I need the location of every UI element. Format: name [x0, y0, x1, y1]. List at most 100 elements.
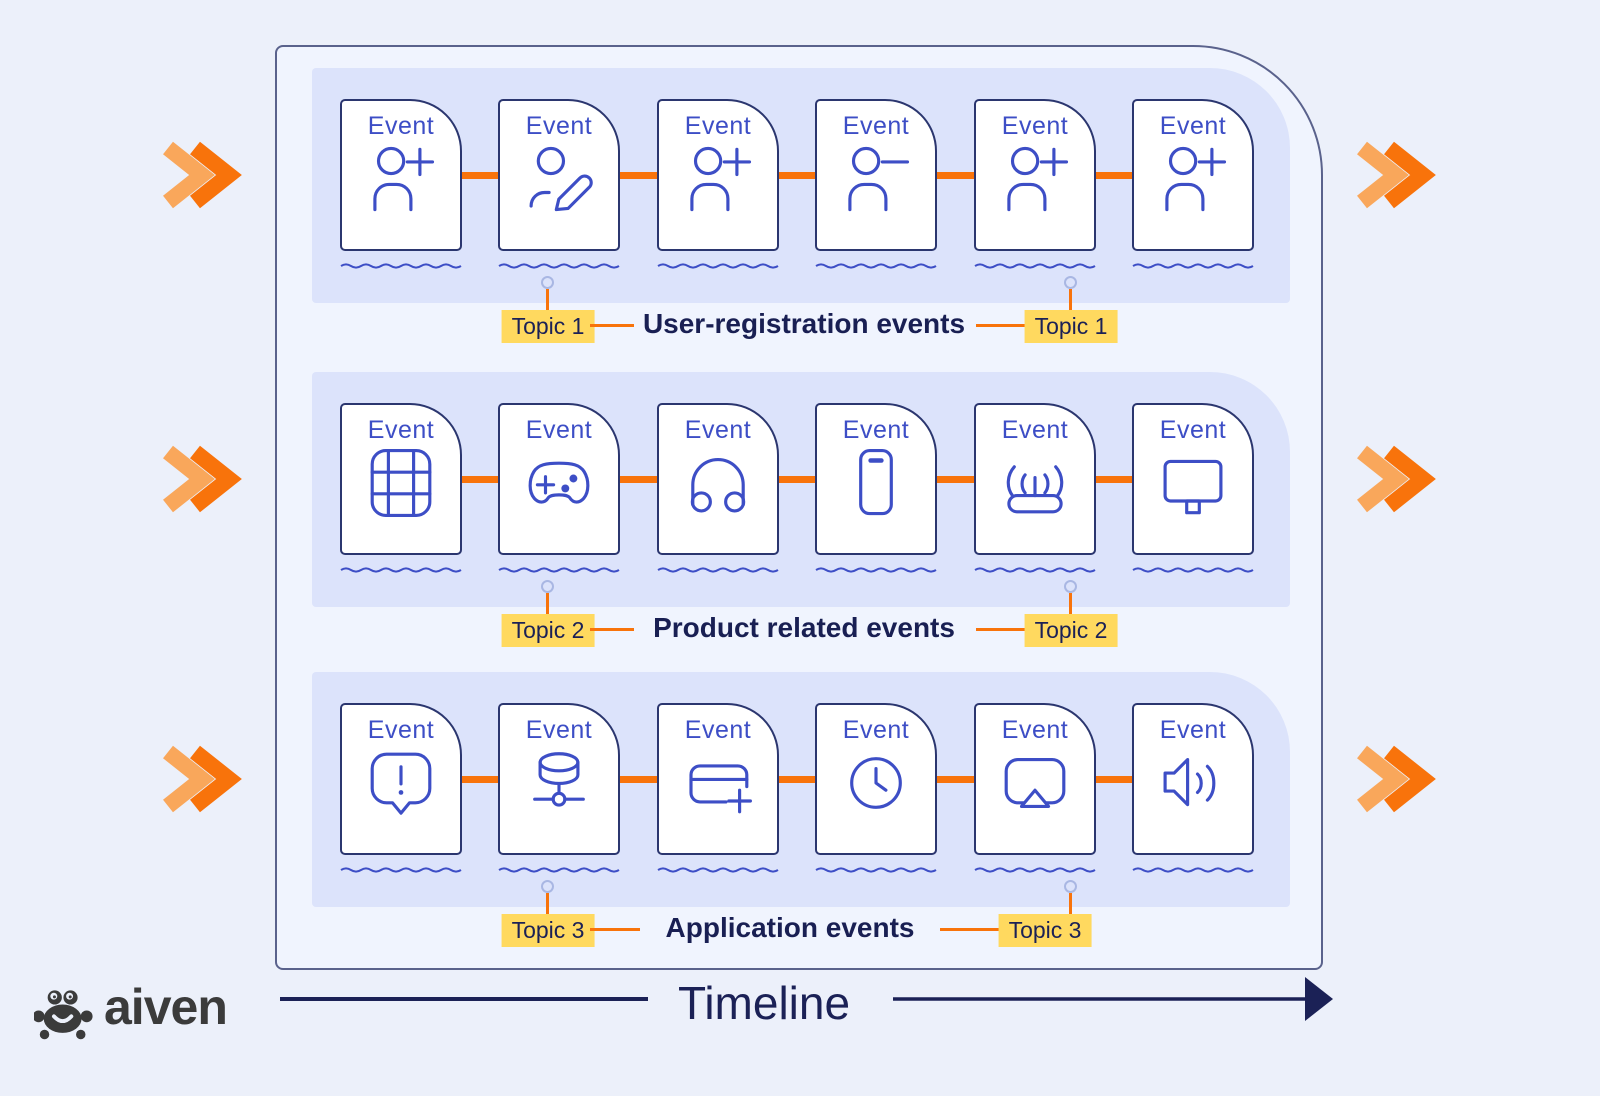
gamepad-icon: [523, 447, 595, 519]
event-card-title: Event: [525, 112, 593, 140]
wave-underline: [340, 866, 462, 874]
event-card: Event: [974, 99, 1096, 251]
fast-forward-icon: [1354, 139, 1438, 211]
event-connector-line: [777, 476, 817, 483]
user-edit-icon: [523, 143, 595, 215]
headphones-icon: [682, 447, 754, 519]
event-card-title: Event: [367, 112, 435, 140]
timeline-arrow-icon: [893, 977, 1333, 1021]
wave-underline: [815, 866, 937, 874]
monitor-icon: [1157, 447, 1229, 519]
topic-pin-line: [1069, 593, 1072, 614]
aiven-crab-logo-icon: [34, 990, 93, 1040]
event-card-title: Event: [525, 416, 593, 444]
event-card-title: Event: [1001, 112, 1069, 140]
wave-underline: [340, 262, 462, 270]
topic-pin-circle: [541, 276, 554, 289]
wave-underline: [657, 866, 779, 874]
event-card-title: Event: [842, 416, 910, 444]
topic-callout-line: [976, 628, 1026, 631]
event-connector-line: [777, 172, 817, 179]
wave-underline: [974, 262, 1096, 270]
event-card: Event: [340, 703, 462, 855]
topic-band-3: [312, 672, 1290, 907]
fast-forward-icon: [160, 443, 244, 515]
event-card: Event: [657, 99, 779, 251]
event-card: Event: [498, 99, 620, 251]
event-connector-line: [935, 476, 976, 483]
topic-label: Topic 2: [1024, 614, 1118, 647]
event-card-title: Event: [842, 716, 910, 744]
wifi-router-icon: [999, 447, 1071, 519]
topic-label: Topic 2: [501, 614, 595, 647]
topic-callout-line: [590, 324, 634, 327]
event-connector-line: [1094, 172, 1134, 179]
wave-underline: [1132, 262, 1254, 270]
event-card-title: Event: [1159, 112, 1227, 140]
event-card: Event: [498, 403, 620, 555]
timeline-left-line: [280, 997, 648, 1001]
film-icon: [365, 447, 437, 519]
event-connector-line: [935, 172, 976, 179]
user-plus-icon: [1157, 143, 1229, 215]
topic-label: Topic 1: [1024, 310, 1118, 343]
row-title: Application events: [665, 912, 915, 943]
event-card-title: Event: [684, 416, 752, 444]
wave-underline: [974, 866, 1096, 874]
event-card-title: Event: [1001, 416, 1069, 444]
event-connector-line: [618, 172, 659, 179]
fast-forward-icon: [1354, 443, 1438, 515]
user-plus-icon: [365, 143, 437, 215]
event-card: Event: [815, 703, 937, 855]
topic-pin-line: [1069, 893, 1072, 914]
event-card-title: Event: [525, 716, 593, 744]
event-connector-line: [460, 172, 500, 179]
event-connector-line: [460, 476, 500, 483]
topic-band-1: [312, 68, 1290, 303]
fast-forward-icon: [160, 139, 244, 211]
event-card-title: Event: [367, 716, 435, 744]
wave-underline: [815, 566, 937, 574]
event-connector-line: [1094, 776, 1134, 783]
event-connector-line: [777, 776, 817, 783]
wave-underline: [1132, 566, 1254, 574]
user-minus-icon: [840, 143, 912, 215]
event-card: Event: [340, 99, 462, 251]
topic-pin-circle: [541, 880, 554, 893]
event-card-title: Event: [1001, 716, 1069, 744]
event-connector-line: [618, 476, 659, 483]
event-card: Event: [974, 403, 1096, 555]
topic-pin-line: [1069, 289, 1072, 310]
event-card: Event: [498, 703, 620, 855]
event-card: Event: [815, 99, 937, 251]
timeline-label: Timeline: [677, 977, 851, 1029]
row-title: User-registration events: [642, 308, 966, 339]
event-card-title: Event: [367, 416, 435, 444]
card-add-icon: [682, 747, 754, 819]
event-card: Event: [1132, 703, 1254, 855]
fast-forward-icon: [160, 743, 244, 815]
smartphone-icon: [840, 447, 912, 519]
topic-label: Topic 3: [998, 914, 1092, 947]
event-card-title: Event: [1159, 716, 1227, 744]
wave-underline: [498, 262, 620, 270]
row-title: Product related events: [653, 612, 955, 643]
event-connector-line: [935, 776, 976, 783]
speaker-icon: [1157, 747, 1229, 819]
user-plus-icon: [682, 143, 754, 215]
event-card: Event: [657, 703, 779, 855]
event-card: Event: [974, 703, 1096, 855]
event-card: Event: [1132, 99, 1254, 251]
wave-underline: [974, 566, 1096, 574]
event-card-title: Event: [1159, 416, 1227, 444]
wave-underline: [498, 566, 620, 574]
event-card: Event: [1132, 403, 1254, 555]
event-card-title: Event: [684, 112, 752, 140]
fast-forward-icon: [1354, 743, 1438, 815]
event-connector-line: [618, 776, 659, 783]
event-connector-line: [460, 776, 500, 783]
event-card-title: Event: [842, 112, 910, 140]
clock-icon: [840, 747, 912, 819]
topic-band-2: [312, 372, 1290, 607]
topic-callout-line: [590, 928, 640, 931]
